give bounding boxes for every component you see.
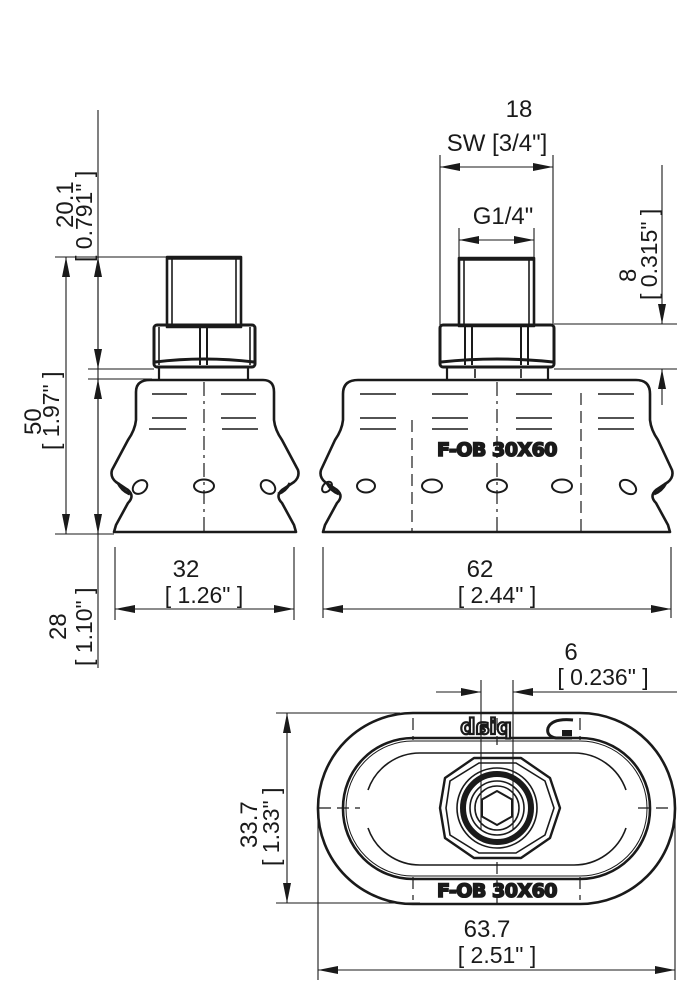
dim-1.97-inch: [ 1.97" ] — [38, 372, 64, 451]
side-view-narrow — [110, 255, 300, 535]
dim-6-mm: 6 — [564, 639, 577, 666]
brand-logo-text: piab — [460, 715, 511, 739]
dim-18-mm: 18 — [506, 96, 533, 123]
dim-63.7-mm: 63.7 — [464, 916, 511, 943]
hex-nut — [152, 323, 257, 369]
top-view: piab F-OB 30X60 — [316, 711, 677, 906]
dim-8-mm: 8 — [615, 269, 642, 282]
side-view-wide: F-OB 30X60 — [319, 256, 674, 534]
dim-1.26-inch: [ 1.26" ] — [165, 582, 244, 608]
dim-1.33-inch: [ 1.33" ] — [258, 788, 284, 867]
dim-2.51-inch: [ 2.51" ] — [458, 942, 537, 968]
dim-0.791-inch: [ 0.791" ] — [71, 171, 97, 262]
cup-body — [110, 378, 300, 534]
dim-33.7-mm: 33.7 — [236, 801, 263, 848]
dim-0.236-inch: [ 0.236" ] — [557, 664, 648, 690]
dim-50-mm: 50 — [20, 408, 47, 435]
dim-62-mm: 62 — [467, 556, 494, 583]
dimensions-left: 20.1 [ 0.791" ] 50 [ 1.97" ] 28 [ 1.10" … — [20, 110, 295, 668]
part-marking-top: F-OB 30X60 — [437, 880, 557, 902]
thread-label: G1/4" — [473, 203, 534, 230]
dim-20.1-mm: 20.1 — [52, 181, 79, 228]
dim-0.315-inch: [ 0.315" ] — [636, 209, 662, 300]
dim-1.10-inch: [ 1.10" ] — [71, 588, 97, 667]
dim-32-mm: 32 — [173, 556, 200, 583]
thread-nipple — [165, 255, 243, 329]
dimensions-top-view: 6 [ 0.236" ] 33.7 [ 1.33" ] 63.7 [ 2.51"… — [236, 639, 677, 980]
dim-wrench-size-label: SW [3/4"] — [447, 130, 548, 157]
brand-logo: piab — [459, 714, 574, 740]
dim-28-mm: 28 — [45, 613, 72, 640]
dim-2.44-inch: [ 2.44" ] — [458, 582, 537, 608]
dimensions-right: 18 SW [3/4"] G1/4" 8 [ 0.315" ] 62 [ 2.4… — [322, 96, 677, 618]
cup-body-wide — [319, 378, 674, 534]
